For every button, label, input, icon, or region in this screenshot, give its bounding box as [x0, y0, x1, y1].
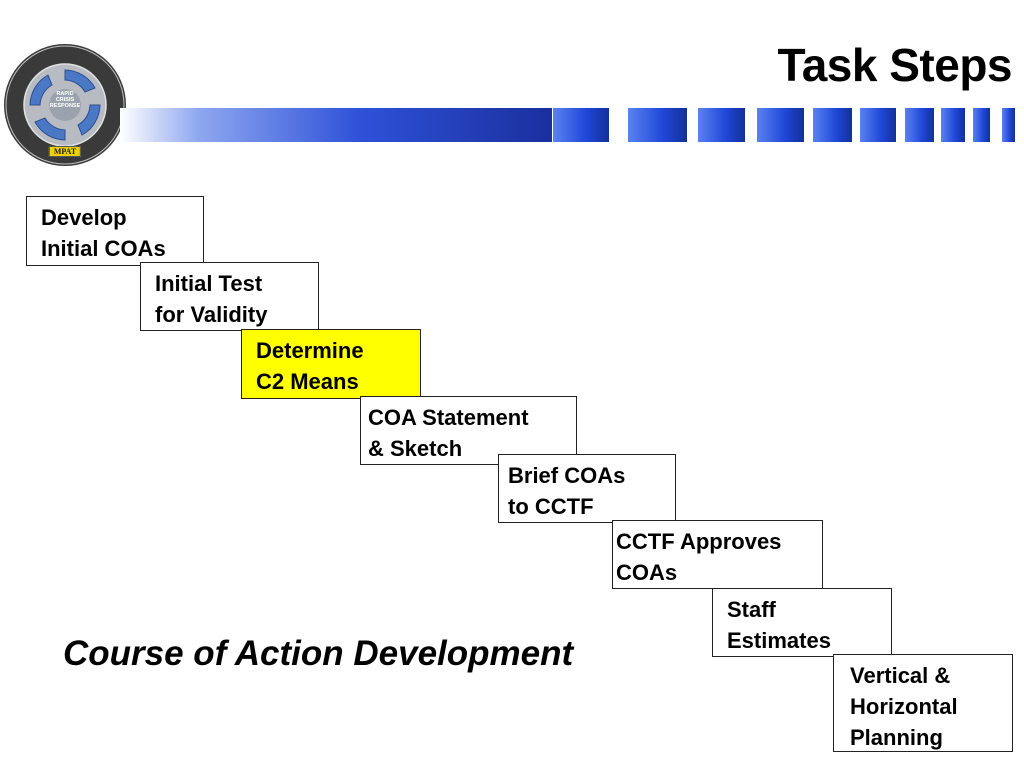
banner-block — [905, 108, 934, 142]
step-cctf-approves-coas: CCTF Approves COAs — [612, 520, 823, 589]
banner-block — [698, 108, 745, 142]
diagram-subtitle: Course of Action Development — [63, 634, 574, 673]
step-coa-statement-sketch: COA Statement & Sketch — [360, 396, 577, 465]
header-banner — [120, 108, 552, 142]
logo-badge: MPAT — [48, 146, 82, 157]
step-brief-coas-to-cctf: Brief COAs to CCTF — [498, 454, 676, 523]
logo-emblem-icon — [4, 44, 126, 166]
step-staff-estimates: Staff Estimates — [712, 588, 892, 657]
banner-block — [941, 108, 965, 142]
logo-center-text: RAPID CRISIS RESPONSE — [49, 91, 81, 109]
step-determine-c2-means: Determine C2 Means — [241, 329, 421, 399]
banner-block — [973, 108, 990, 142]
banner-block — [1002, 108, 1015, 142]
banner-block — [860, 108, 896, 142]
banner-block — [757, 108, 804, 142]
step-develop-initial-coas: Develop Initial COAs — [26, 196, 204, 266]
banner-block — [813, 108, 852, 142]
step-initial-test-for-validity: Initial Test for Validity — [140, 262, 319, 331]
slide-title: Task Steps — [777, 39, 1013, 91]
banner-block — [628, 108, 687, 142]
mpat-logo: RAPID CRISIS RESPONSE MPAT — [2, 42, 128, 168]
banner-block — [553, 108, 609, 142]
step-vertical-horizontal-planning: Vertical & Horizontal Planning — [833, 654, 1013, 752]
